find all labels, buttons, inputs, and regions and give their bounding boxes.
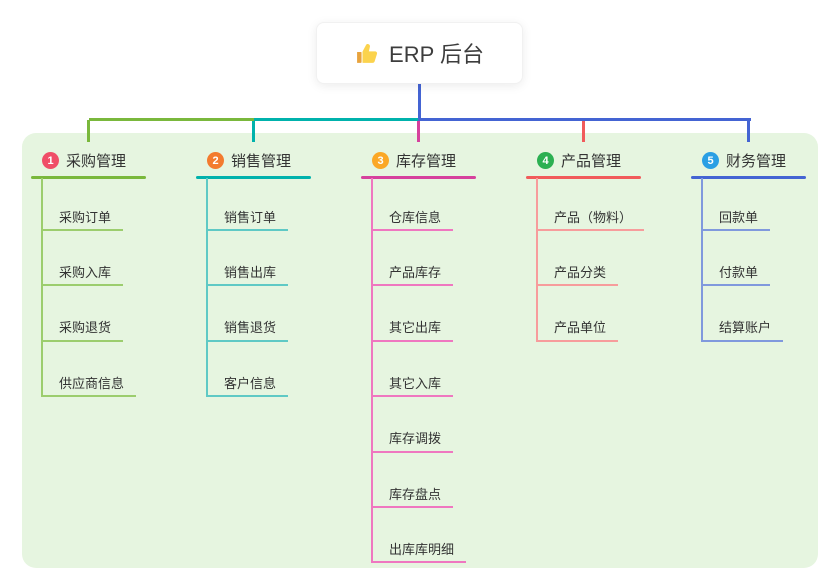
leaf-node[interactable]: 销售退货 — [206, 314, 289, 342]
branch-number-badge: 2 — [207, 152, 224, 169]
branch-number-badge: 1 — [42, 152, 59, 169]
thumbs-up-icon — [355, 41, 380, 66]
branch-underline — [196, 176, 311, 179]
branch-label: 销售管理 — [231, 153, 292, 170]
leaf-node[interactable]: 销售订单 — [206, 203, 289, 231]
branch-3: 3 库存管理仓库信息产品库存其它出库其它入库库存调拨库存盘点出库库明细 — [361, 147, 521, 567]
branch-underline — [31, 176, 146, 179]
branch-1: 1 采购管理采购订单采购入库采购退货供应商信息 — [31, 147, 191, 401]
leaf-node[interactable]: 库存盘点 — [371, 480, 454, 508]
branch-node[interactable]: 5 财务管理 — [702, 150, 786, 171]
root-label: ERP 后台 — [389, 42, 484, 67]
leaf-node[interactable]: 销售出库 — [206, 258, 289, 287]
connector-line — [417, 120, 420, 142]
leaf-node[interactable]: 其它出库 — [371, 314, 454, 342]
branch-label: 产品管理 — [561, 153, 622, 170]
leaf-node[interactable]: 供应商信息 — [41, 369, 137, 398]
branch-underline — [691, 176, 806, 179]
leaf-node[interactable]: 结算账户 — [701, 314, 784, 342]
leaf-node[interactable]: 仓库信息 — [371, 203, 454, 231]
leaf-node[interactable]: 采购退货 — [41, 314, 124, 342]
connector-line — [747, 120, 750, 142]
leaf-node[interactable]: 采购入库 — [41, 258, 124, 287]
branch-node[interactable]: 2 销售管理 — [207, 150, 291, 171]
leaf-node[interactable]: 产品分类 — [536, 258, 619, 287]
branch-4: 4 产品管理产品（物料） 产品分类产品单位 — [526, 147, 686, 346]
branches-panel — [22, 133, 818, 568]
branch-underline — [526, 176, 641, 179]
leaf-node[interactable]: 产品库存 — [371, 258, 454, 287]
connector-line — [87, 120, 90, 142]
branch-5: 5 财务管理回款单付款单结算账户 — [691, 147, 839, 346]
connector-line — [417, 84, 421, 121]
branch-number-badge: 3 — [372, 152, 389, 169]
leaf-node[interactable]: 付款单 — [701, 258, 771, 287]
branch-underline — [361, 176, 476, 179]
leaf-node[interactable]: 出库库明细 — [371, 535, 467, 564]
root-node[interactable]: ERP 后台 — [316, 22, 523, 84]
branch-spine-line — [371, 178, 373, 562]
branch-spine-line — [41, 178, 43, 396]
connector-line — [252, 120, 255, 142]
connector-line — [253, 118, 421, 121]
leaf-node[interactable]: 库存调拨 — [371, 425, 454, 453]
leaf-node[interactable]: 其它入库 — [371, 369, 454, 398]
branch-label: 财务管理 — [726, 153, 787, 170]
leaf-node[interactable]: 客户信息 — [206, 369, 289, 398]
branch-label: 采购管理 — [66, 153, 127, 170]
branch-number-badge: 5 — [702, 152, 719, 169]
branch-label: 库存管理 — [396, 153, 457, 170]
branch-spine-line — [206, 178, 208, 396]
leaf-node[interactable]: 产品单位 — [536, 314, 619, 342]
leaf-node[interactable]: 采购订单 — [41, 203, 124, 231]
leaf-node[interactable]: 回款单 — [701, 203, 771, 231]
branch-node[interactable]: 1 采购管理 — [42, 150, 126, 171]
branch-2: 2 销售管理销售订单销售出库销售退货客户信息 — [196, 147, 356, 401]
branch-node[interactable]: 4 产品管理 — [537, 150, 621, 171]
branch-node[interactable]: 3 库存管理 — [372, 150, 456, 171]
branch-spine-line — [701, 178, 703, 340]
connector-line — [419, 118, 751, 121]
connector-line — [582, 120, 585, 142]
branch-number-badge: 4 — [537, 152, 554, 169]
branch-spine-line — [536, 178, 538, 340]
leaf-node[interactable]: 产品（物料） — [536, 203, 645, 231]
